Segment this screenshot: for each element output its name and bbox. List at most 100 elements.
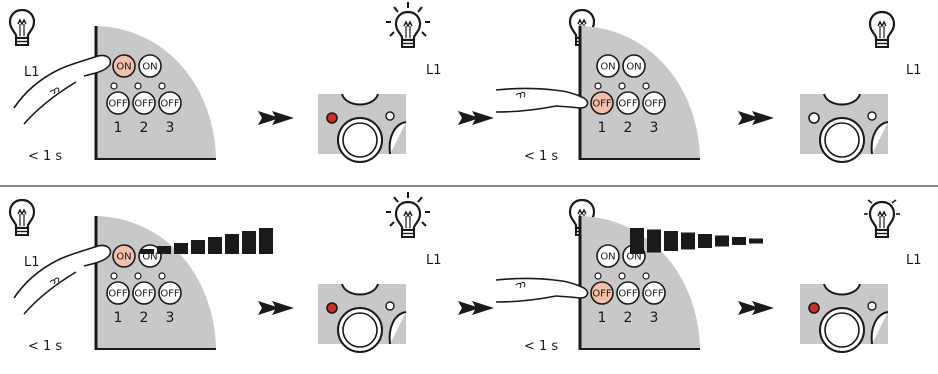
status-led [110, 82, 118, 90]
status-led [594, 272, 602, 280]
closeup-top-button [341, 93, 379, 106]
on-button[interactable] [112, 54, 136, 78]
status-led [158, 82, 166, 90]
on-button[interactable] [138, 54, 162, 78]
dim-bar-segment [715, 235, 729, 247]
off-button-label: OFF [134, 289, 154, 300]
lamp-label: L1 [426, 63, 442, 78]
status-led-secondary [867, 301, 877, 311]
dim-bar-segment [664, 231, 678, 251]
off-button[interactable] [616, 91, 640, 115]
bulb-icon [8, 8, 36, 47]
off-button[interactable] [106, 91, 130, 115]
step-arrow-icon [458, 301, 494, 315]
step-arrow-icon [258, 111, 294, 125]
off-button-label: OFF [618, 99, 638, 110]
on-button[interactable] [596, 54, 620, 78]
off-button[interactable] [132, 91, 156, 115]
off-button-label: OFF [592, 289, 612, 300]
off-button[interactable] [616, 281, 640, 305]
ray [891, 199, 897, 204]
off-button[interactable] [158, 281, 182, 305]
status-led-secondary [867, 111, 877, 121]
channel-number: 2 [624, 120, 633, 136]
lamp-icon [868, 10, 896, 49]
off-button[interactable] [158, 91, 182, 115]
dim-bar-segment [749, 238, 763, 244]
step-arrow-icon [258, 301, 294, 315]
closeup-right-button [388, 121, 407, 155]
status-led [642, 272, 650, 280]
status-led [618, 272, 626, 280]
press-duration: < 1 s [524, 339, 558, 354]
dim-bar-segment [630, 228, 644, 254]
closeup-button-inner [342, 312, 378, 348]
off-button-label: OFF [108, 289, 128, 300]
off-button-label: OFF [618, 289, 638, 300]
channel-number: 1 [114, 310, 123, 326]
ray [867, 199, 873, 204]
dim-bar-segment [242, 231, 256, 254]
closeup-right-button [388, 311, 407, 345]
pressing-hand [495, 277, 589, 303]
lamp-label: L1 [24, 65, 40, 80]
channel-number: 3 [166, 310, 175, 326]
closeup-button-inner [342, 122, 378, 158]
channel-number: 2 [624, 310, 633, 326]
status-led [134, 272, 142, 280]
lamp-icon [385, 1, 431, 49]
off-button[interactable] [642, 281, 666, 305]
channel-number: 2 [140, 120, 149, 136]
on-button-label: ON [600, 62, 615, 73]
channel-number: 3 [650, 120, 659, 136]
status-led [134, 82, 142, 90]
led-closeup [800, 283, 889, 353]
dim-bar-segment [681, 232, 695, 250]
channel-number: 1 [598, 120, 607, 136]
closeup-top-button [341, 283, 379, 296]
channel-number: 3 [166, 120, 175, 136]
off-button[interactable] [590, 281, 614, 305]
off-button[interactable] [590, 91, 614, 115]
channel-number: 2 [140, 310, 149, 326]
channel-number: 1 [114, 120, 123, 136]
on-button-label: ON [626, 252, 641, 263]
instruction-step: L1 [800, 199, 922, 353]
step-arrow-icon [458, 111, 494, 125]
closeup-button-inner [824, 312, 860, 348]
off-button[interactable] [642, 91, 666, 115]
instruction-step: L1 [318, 191, 442, 353]
off-button-label: OFF [592, 99, 612, 110]
bulb-icon [868, 10, 896, 49]
off-button[interactable] [106, 281, 130, 305]
status-led-secondary [385, 301, 395, 311]
on-button[interactable] [596, 244, 620, 268]
status-led [158, 272, 166, 280]
on-button[interactable] [112, 244, 136, 268]
on-button-label: ON [116, 252, 131, 263]
press-duration: < 1 s [524, 149, 558, 164]
off-button[interactable] [132, 281, 156, 305]
dim-bar-segment [732, 237, 746, 245]
dim-bar-segment [647, 229, 661, 253]
status-led [594, 82, 602, 90]
on-button[interactable] [622, 54, 646, 78]
off-button-label: OFF [134, 99, 154, 110]
dim-bar-segment [259, 228, 273, 254]
dim-up-bar [140, 228, 273, 254]
pressing-hand [495, 87, 589, 113]
dim-rays-icon [864, 199, 900, 215]
off-button-label: OFF [644, 99, 664, 110]
on-button-label: ON [142, 252, 157, 263]
led-closeup [318, 93, 407, 163]
lamp-label: L1 [24, 255, 40, 270]
status-led [642, 82, 650, 90]
